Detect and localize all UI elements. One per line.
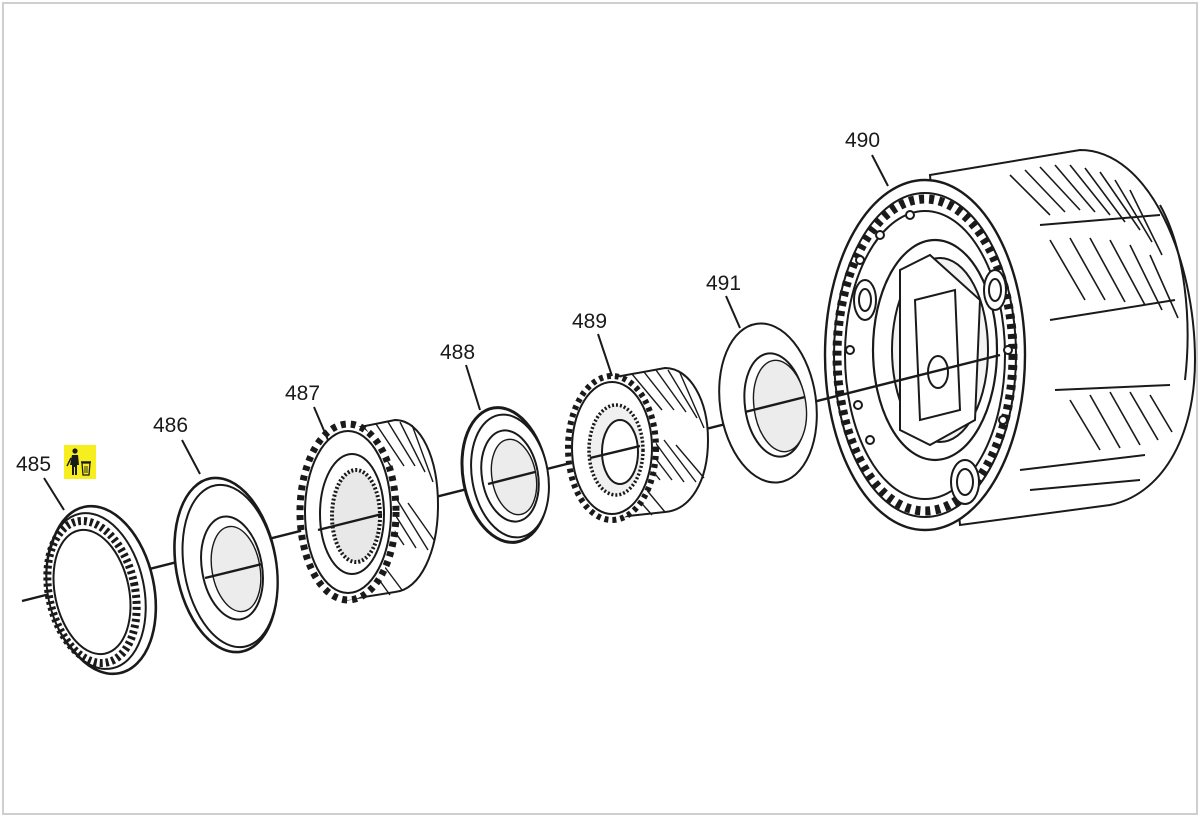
part-485-needle-bearing[interactable] <box>33 496 171 684</box>
leader-lines <box>43 154 889 511</box>
label-486: 486 <box>153 414 188 437</box>
label-488: 488 <box>440 341 475 364</box>
label-491: 491 <box>706 272 741 295</box>
discard-badge <box>64 445 96 479</box>
part-489-helical-gear[interactable] <box>565 366 710 523</box>
part-labels: 485 486 487 488 489 491 490 <box>16 129 880 476</box>
part-487-ring-gear[interactable] <box>296 418 440 604</box>
label-490: 490 <box>845 129 880 152</box>
part-490-carrier[interactable] <box>823 148 1197 532</box>
part-488-bearing-race[interactable] <box>452 401 558 550</box>
part-491-thrust-washer[interactable] <box>709 317 826 489</box>
label-487: 487 <box>285 382 320 405</box>
part-486-thrust-bearing[interactable] <box>161 470 290 661</box>
label-489: 489 <box>572 310 607 333</box>
label-485: 485 <box>16 453 51 476</box>
discard-trash-icon <box>66 448 91 476</box>
